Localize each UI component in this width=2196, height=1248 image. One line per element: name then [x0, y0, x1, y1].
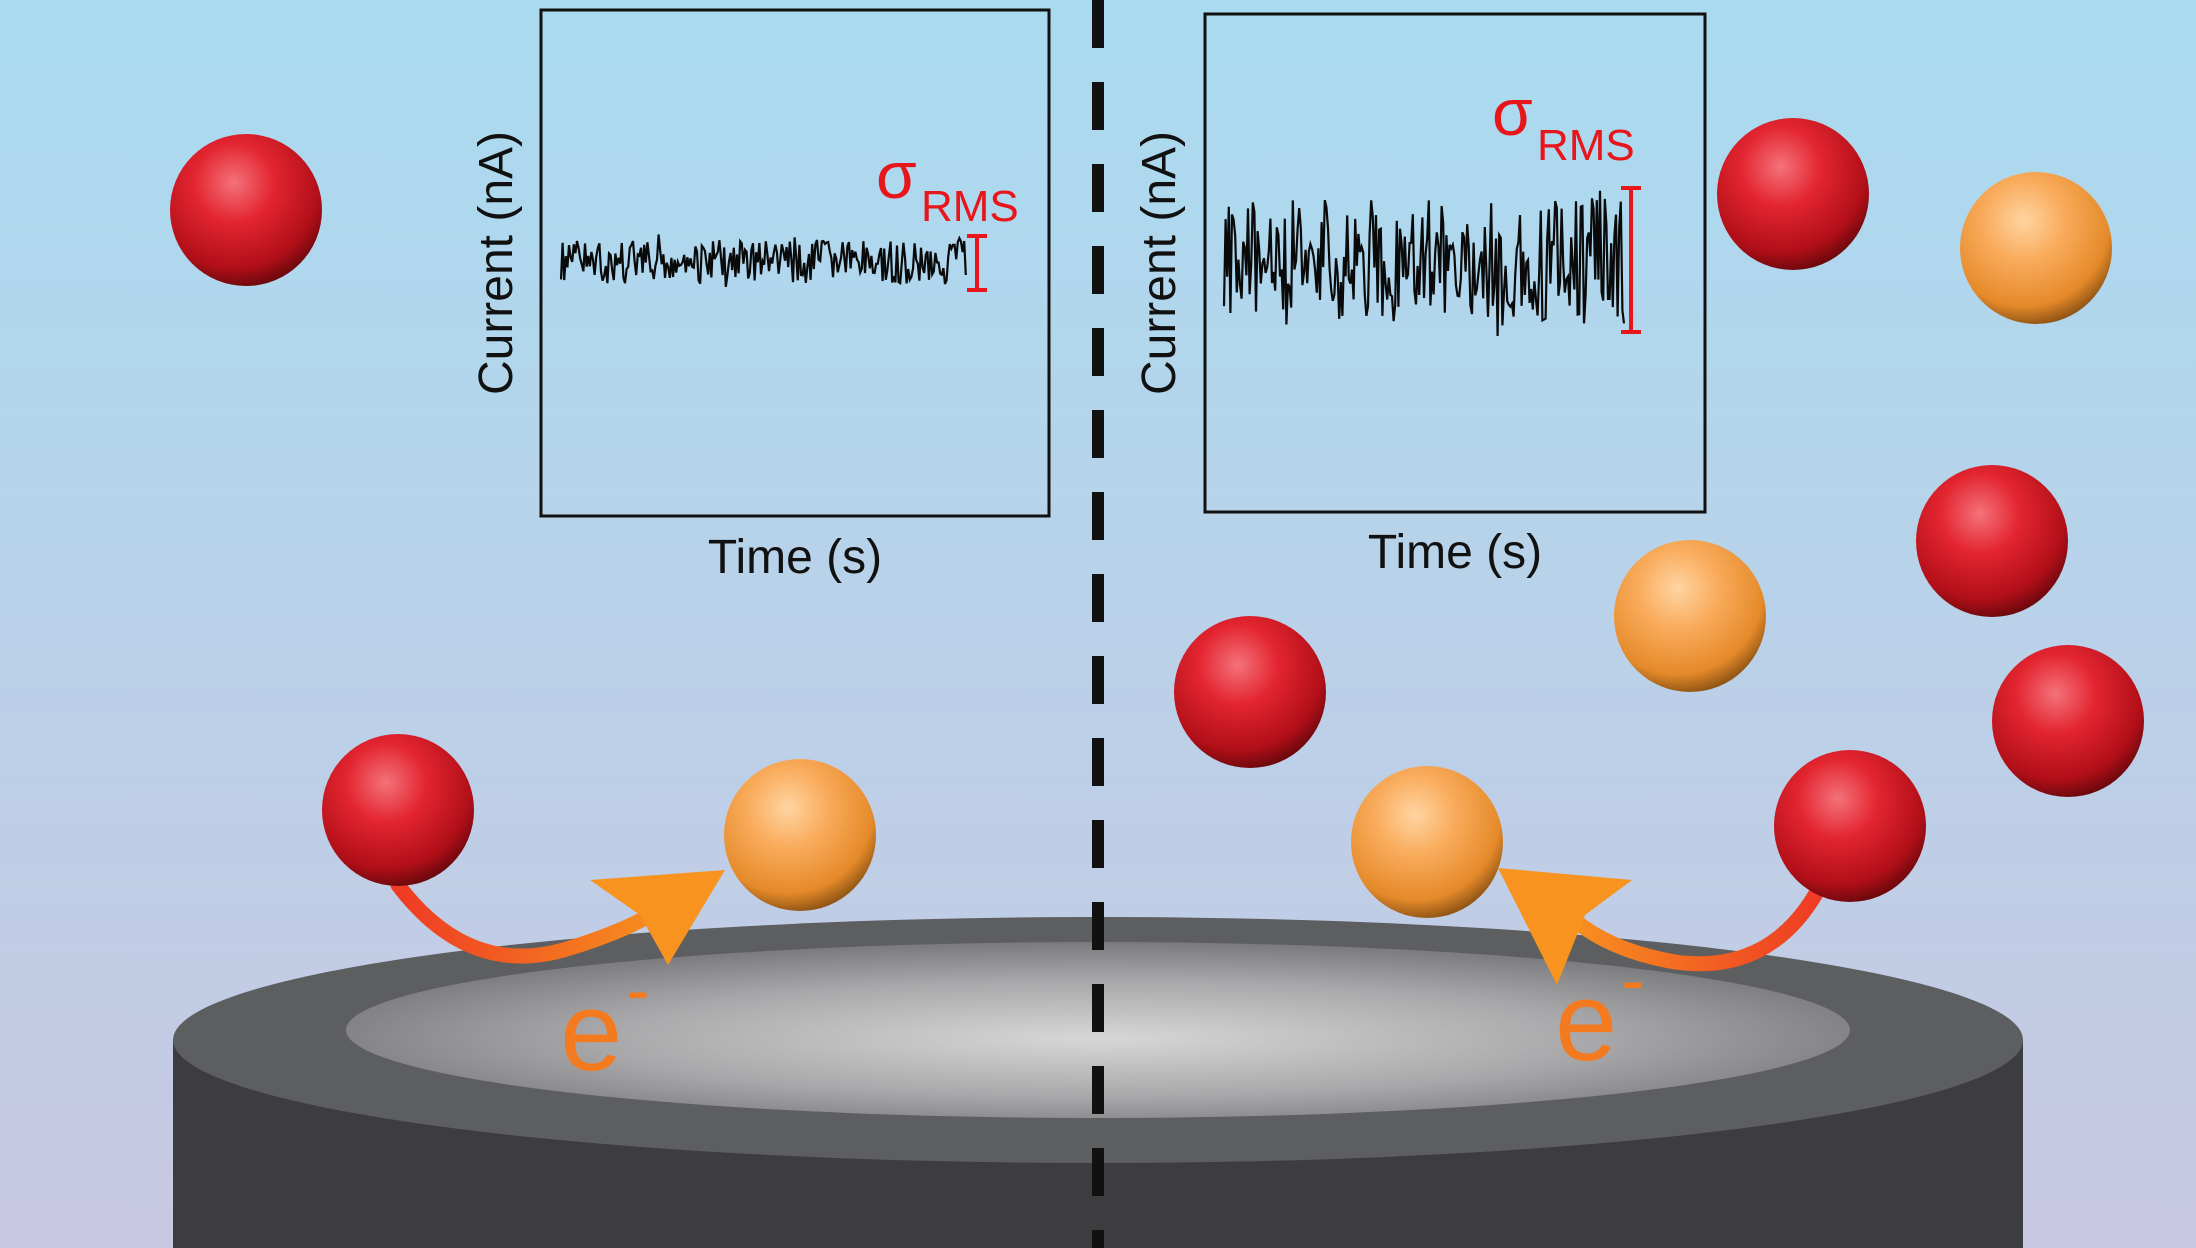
left-panel-xlabel: Time (s) — [708, 531, 882, 584]
right-sigma-subscript: RMS — [1537, 121, 1635, 170]
left-electron-transfer-arrow-icon — [390, 870, 725, 965]
oxidized-species-sphere-icon — [1351, 766, 1503, 918]
right-electron-superscript: - — [1621, 941, 1644, 1019]
left-panel-ylabel: Current (nA) — [470, 131, 523, 395]
right-electron-base: e — [1555, 959, 1617, 1084]
left-panel: Current (nA) Time (s) σ RMS — [470, 8, 1051, 584]
left-sigma-subscript: RMS — [921, 182, 1019, 231]
oxidized-species-sphere-icon — [1960, 172, 2112, 324]
right-panel-frame — [1203, 12, 1707, 514]
right-sigma-bar — [1621, 186, 1641, 334]
right-panel-ylabel: Current (nA) — [1133, 131, 1186, 395]
left-panel-frame — [539, 8, 1051, 518]
left-electron-label: e- — [560, 951, 650, 1094]
reduced-species-sphere-icon — [322, 734, 474, 886]
right-electron-label: e- — [1555, 941, 1645, 1084]
reduced-species-sphere-icon — [1174, 616, 1326, 768]
reduced-species-sphere-icon — [170, 134, 322, 286]
right-sigma-symbol: σ — [1492, 75, 1533, 149]
left-sigma-bar — [967, 234, 987, 292]
species-spheres — [170, 118, 2144, 918]
left-electron-base: e — [560, 969, 622, 1094]
left-noise-trace — [559, 234, 967, 287]
right-electron-transfer-arrow-icon — [1498, 868, 1826, 985]
right-noise-trace — [1222, 190, 1626, 337]
left-sigma-symbol: σ — [876, 138, 917, 212]
reduced-species-sphere-icon — [1717, 118, 1869, 270]
oxidized-species-sphere-icon — [1614, 540, 1766, 692]
reduced-species-sphere-icon — [1916, 465, 2068, 617]
reduced-species-sphere-icon — [1774, 750, 1926, 902]
right-panel: Current (nA) Time (s) σ RMS — [1133, 12, 1707, 579]
oxidized-species-sphere-icon — [724, 759, 876, 911]
right-panel-xlabel: Time (s) — [1368, 526, 1542, 579]
reduced-species-sphere-icon — [1992, 645, 2144, 797]
left-electron-superscript: - — [626, 951, 649, 1029]
